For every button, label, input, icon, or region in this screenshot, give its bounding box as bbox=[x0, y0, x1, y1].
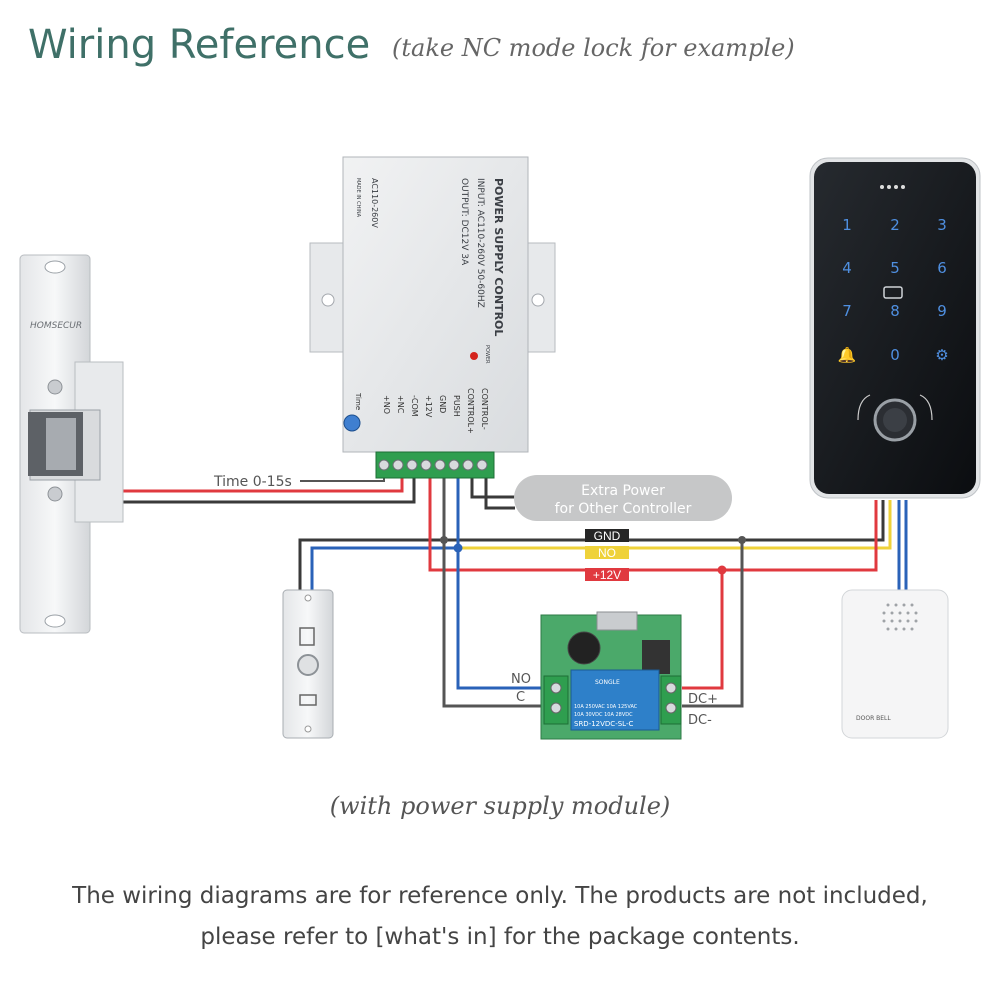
key: 2 bbox=[890, 216, 900, 234]
relay-spec1: 10A 250VAC 10A 125VAC bbox=[574, 704, 638, 710]
exit-button bbox=[282, 589, 334, 739]
junction-dot bbox=[717, 565, 727, 575]
relay-c-label: C bbox=[516, 690, 525, 705]
keypad-keys: 1 2 3 4 5 6 7 8 9 🔔 0 ⚙ bbox=[838, 216, 949, 364]
ps-power-label: POWER bbox=[484, 345, 490, 364]
key: 8 bbox=[890, 302, 900, 320]
dc-plus-label: DC+ bbox=[688, 692, 718, 707]
bus-tags: GND NO +12V bbox=[585, 529, 629, 582]
door-bell-label: DOOR BELL bbox=[856, 715, 891, 722]
disclaimer-line-1: The wiring diagrams are for reference on… bbox=[72, 883, 928, 909]
wire-exit-blue bbox=[310, 546, 460, 735]
junction-dot bbox=[440, 536, 448, 544]
relay-spec2: 10A 30VDC 10A 28VDC bbox=[574, 712, 633, 718]
relay bbox=[570, 669, 660, 731]
lock-brand: HOMSECUR bbox=[30, 321, 82, 331]
wires bbox=[120, 460, 908, 735]
terminal-label: GND bbox=[438, 395, 447, 413]
terminal-label: +12V bbox=[424, 395, 433, 418]
wiring-diagram: HOMSECUR POWER SUPPLY CONTROL INPUT: AC1… bbox=[19, 156, 981, 740]
diagram-caption: (with power supply module) bbox=[329, 792, 671, 820]
key: 5 bbox=[890, 259, 900, 277]
terminal-label: PUSH bbox=[452, 395, 461, 417]
page-subtitle: (take NC mode lock for example) bbox=[392, 34, 795, 62]
junction-dot bbox=[453, 543, 463, 553]
wire-time-leader bbox=[300, 460, 385, 482]
exit-push-button bbox=[297, 654, 319, 676]
gnd-tag: GND bbox=[594, 529, 621, 543]
wire-push-blue bbox=[456, 460, 548, 690]
disclaimer-line-2: please refer to [what's in] for the pack… bbox=[200, 924, 800, 950]
extra-power-line1: Extra Power bbox=[581, 483, 665, 499]
wire-dc-plus bbox=[682, 570, 724, 690]
wire-dc-minus bbox=[682, 540, 744, 708]
card-icon bbox=[883, 286, 903, 299]
access-keypad: 1 2 3 4 5 6 7 8 9 🔔 0 ⚙ bbox=[809, 157, 981, 499]
terminal-label: +NC bbox=[396, 395, 405, 414]
no-tag: NO bbox=[598, 546, 616, 560]
time-knob bbox=[343, 414, 361, 432]
ps-ac-label: AC110-260V bbox=[370, 178, 379, 228]
relay-model: SRD-12VDC-SL-C bbox=[574, 720, 633, 728]
terminal-label: CONTROL- bbox=[480, 388, 489, 430]
time-range-label: Time 0-15s bbox=[213, 474, 292, 490]
terminal-labels: +NO +NC -COM +12V GND PUSH CONTROL+ CONT… bbox=[382, 388, 489, 434]
terminal-label: +NO bbox=[382, 395, 391, 414]
door-bell: DOOR BELL bbox=[841, 589, 949, 739]
extra-power-line2: for Other Controller bbox=[555, 501, 692, 517]
wire-12v-red bbox=[428, 460, 878, 572]
key: ⚙ bbox=[935, 346, 948, 364]
key: 4 bbox=[842, 259, 852, 277]
ps-input-label: INPUT: AC110-260V 50-60HZ bbox=[475, 178, 485, 308]
electric-strike-lock: HOMSECUR bbox=[19, 254, 124, 634]
power-supply-unit: POWER SUPPLY CONTROL INPUT: AC110-260V 5… bbox=[309, 156, 556, 479]
key: 🔔 bbox=[838, 346, 857, 364]
power-led bbox=[470, 352, 478, 360]
ps-made-label: MADE IN CHINA bbox=[355, 178, 361, 218]
terminal-label: CONTROL+ bbox=[466, 388, 475, 434]
key: 0 bbox=[890, 346, 900, 364]
ps-brand-label: POWER SUPPLY CONTROL bbox=[492, 178, 505, 336]
ps-output-label: OUTPUT: DC12V 3A bbox=[459, 178, 469, 266]
junction-dot bbox=[738, 536, 746, 544]
key: 7 bbox=[842, 302, 852, 320]
extra-power-label: Extra Power for Other Controller bbox=[514, 475, 732, 521]
v12-tag: +12V bbox=[593, 568, 621, 582]
key: 9 bbox=[937, 302, 947, 320]
relay-no-label: NO bbox=[511, 672, 531, 687]
relay-brand: SONGLE bbox=[595, 679, 620, 686]
dc-minus-label: DC- bbox=[688, 713, 712, 728]
terminal-label: -COM bbox=[410, 395, 419, 417]
ps-time-label: Time bbox=[354, 392, 362, 410]
key: 3 bbox=[937, 216, 947, 234]
key: 6 bbox=[937, 259, 947, 277]
page-title: Wiring Reference bbox=[28, 22, 371, 68]
key: 1 bbox=[842, 216, 852, 234]
relay-module: SONGLE 10A 250VAC 10A 125VAC 10A 30VDC 1… bbox=[540, 611, 682, 740]
